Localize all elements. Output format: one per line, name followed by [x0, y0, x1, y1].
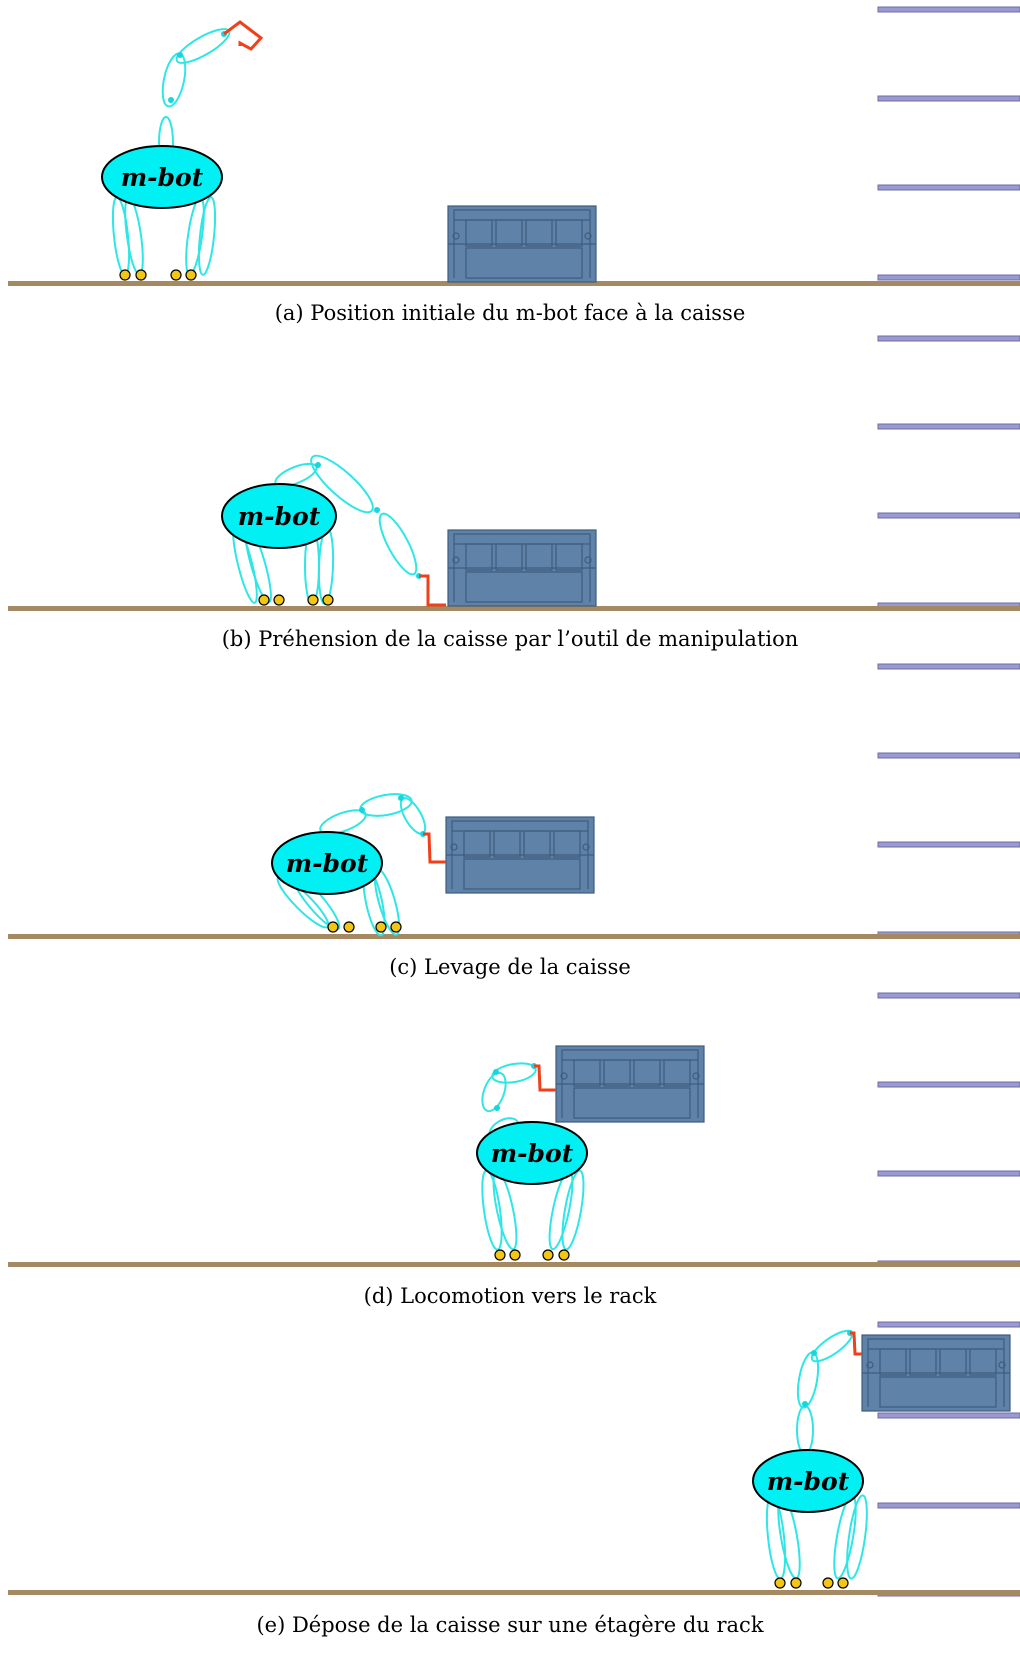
- caption-a: (a) Position initiale du m-bot face à la…: [275, 301, 746, 325]
- panel-d: m-bot (d) Locomotion vers le rack: [8, 1045, 1020, 1308]
- panel-e: m-bot (e) Dépose de la caisse sur une ét…: [8, 1329, 1020, 1637]
- robot: m-bot: [221, 454, 446, 607]
- ground: [8, 934, 1020, 939]
- robot: m-bot: [752, 1329, 868, 1589]
- crate: [555, 1045, 705, 1123]
- robot-label: m-bot: [286, 849, 369, 878]
- robot: m-bot: [476, 1062, 588, 1261]
- caption-e: (e) Dépose de la caisse sur une étagère …: [256, 1613, 763, 1637]
- robot: m-bot: [271, 793, 446, 937]
- caption-c: (c) Levage de la caisse: [389, 955, 631, 979]
- robot: m-bot: [101, 20, 264, 281]
- ground: [8, 1590, 1020, 1595]
- robot-label: m-bot: [121, 163, 204, 192]
- crate: [447, 205, 597, 283]
- crate: [445, 816, 595, 894]
- ground: [8, 606, 1020, 611]
- caption-d: (d) Locomotion vers le rack: [364, 1284, 657, 1308]
- robot-label: m-bot: [238, 502, 321, 531]
- caption-b: (b) Préhension de la caisse par l’outil …: [222, 627, 799, 651]
- panel-a: m-bot (a) Position initiale du m-bot fac…: [8, 20, 1020, 325]
- ground: [8, 281, 1020, 286]
- robot-label: m-bot: [491, 1139, 574, 1168]
- ground: [8, 1262, 1020, 1267]
- robot-label: m-bot: [767, 1467, 850, 1496]
- panel-c: m-bot (c) Levage de la caisse: [8, 793, 1020, 979]
- crate: [447, 529, 597, 607]
- crate: [861, 1334, 1011, 1412]
- panel-b: m-bot (b) Préhension de la caisse par l’…: [8, 454, 1020, 651]
